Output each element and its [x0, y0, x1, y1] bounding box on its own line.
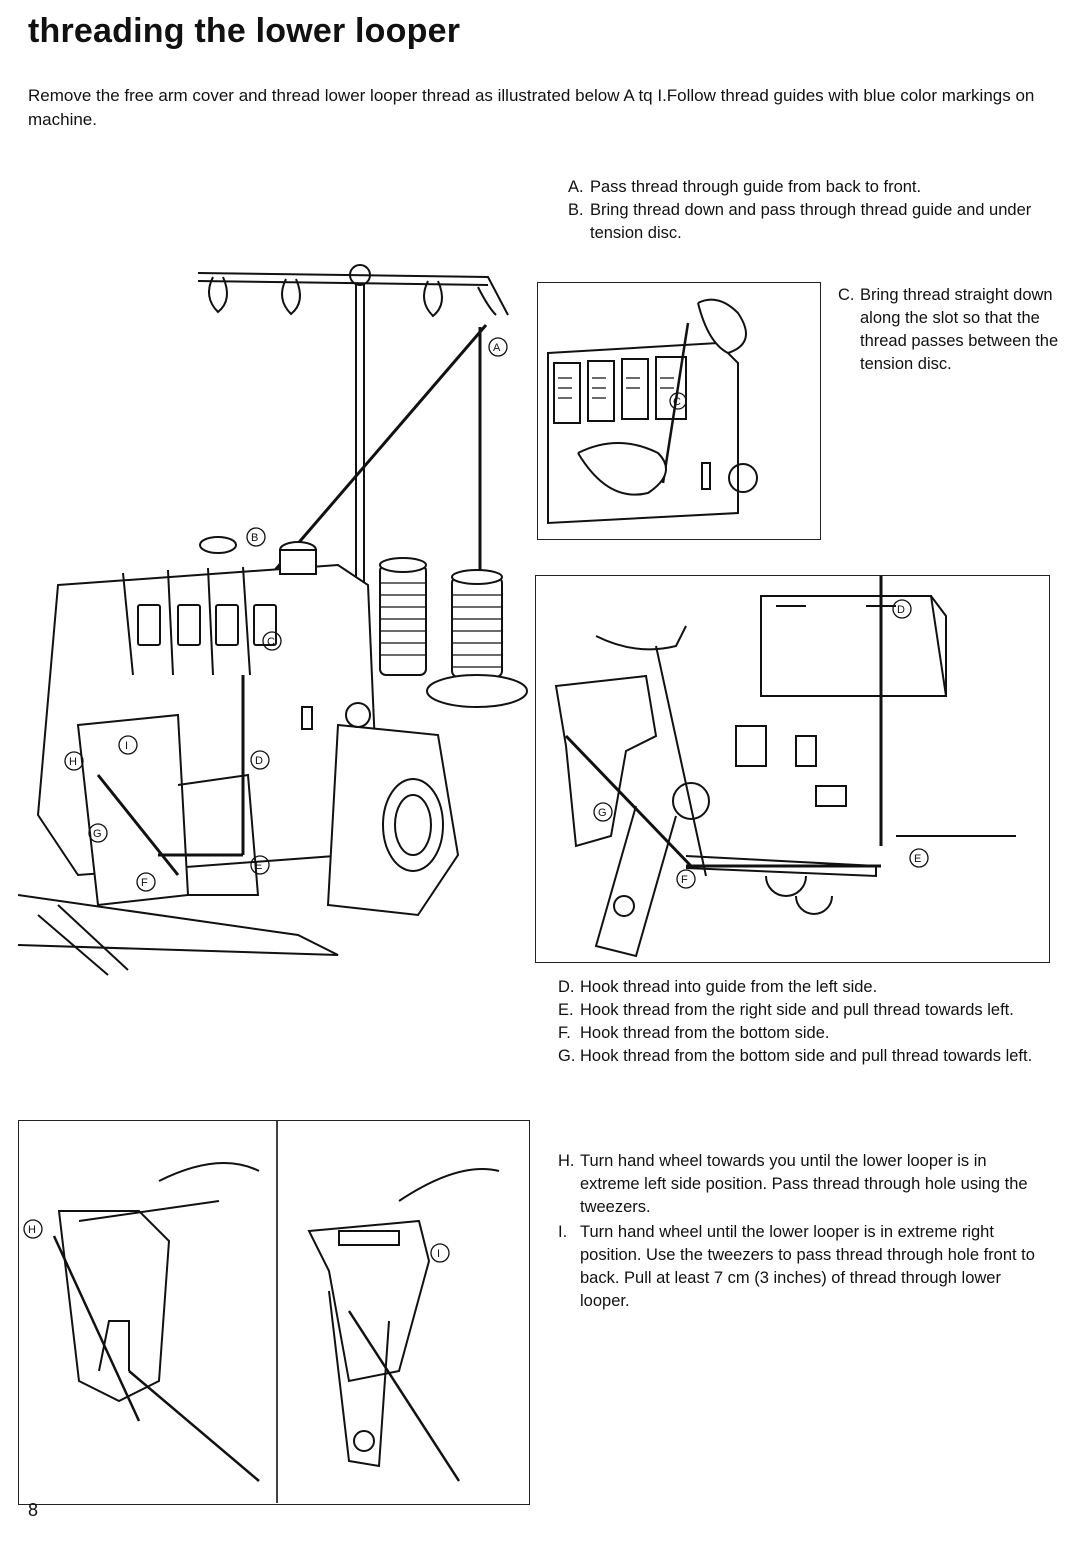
- step-h: H.Turn hand wheel towards you until the …: [558, 1152, 1028, 1216]
- serger-machine-illustration: A B C D E F G H I: [18, 255, 548, 995]
- step-g: G.Hook thread from the bottom side and p…: [558, 1047, 1033, 1065]
- tension-disc-detail-frame: C: [537, 282, 821, 540]
- thread-cone-left: [379, 557, 427, 676]
- lower-looper-detail-frame: H I: [18, 1120, 530, 1505]
- step-i: I.Turn hand wheel until the lower looper…: [558, 1223, 1035, 1310]
- callout-a: A: [493, 342, 501, 354]
- intro-paragraph: Remove the free arm cover and thread low…: [28, 86, 1035, 129]
- step-f: F.Hook thread from the bottom side.: [558, 1024, 830, 1042]
- detail-callout-i: I: [437, 1248, 440, 1260]
- page-number: 8: [28, 1500, 39, 1520]
- callout-c: C: [267, 636, 275, 648]
- step-a: A.Pass thread through guide from back to…: [568, 178, 922, 196]
- callout-f: F: [141, 877, 148, 889]
- detail-callout-e: E: [914, 853, 921, 865]
- callout-d: D: [255, 755, 263, 767]
- step-d: D.Hook thread into guide from the left s…: [558, 978, 878, 996]
- detail-callout-f: F: [681, 874, 688, 886]
- steps-top-list: A.Pass thread through guide from back to…: [568, 176, 1048, 245]
- step-b: B.Bring thread down and pass through thr…: [568, 201, 1032, 242]
- steps-bottom-list: H.Turn hand wheel towards you until the …: [558, 1150, 1048, 1313]
- thread-cone-right: [426, 569, 528, 708]
- callout-h: H: [69, 756, 77, 768]
- looper-guides-detail-frame: D E F G: [535, 575, 1050, 963]
- callout-g: G: [93, 828, 102, 840]
- detail-callout-g: G: [598, 807, 607, 819]
- page-title: threading the lower looper: [28, 12, 461, 50]
- steps-middle-list: D.Hook thread into guide from the left s…: [558, 976, 1048, 1068]
- callout-i: I: [125, 740, 128, 752]
- detail-callout-d: D: [897, 604, 905, 616]
- step-e: E.Hook thread from the right side and pu…: [558, 1001, 1014, 1019]
- callout-b: B: [251, 532, 258, 544]
- callout-e: E: [255, 860, 262, 872]
- detail-callout-c: C: [673, 396, 681, 408]
- detail-callout-h: H: [28, 1224, 36, 1236]
- step-c: C.Bring thread straight down along the s…: [838, 286, 1059, 373]
